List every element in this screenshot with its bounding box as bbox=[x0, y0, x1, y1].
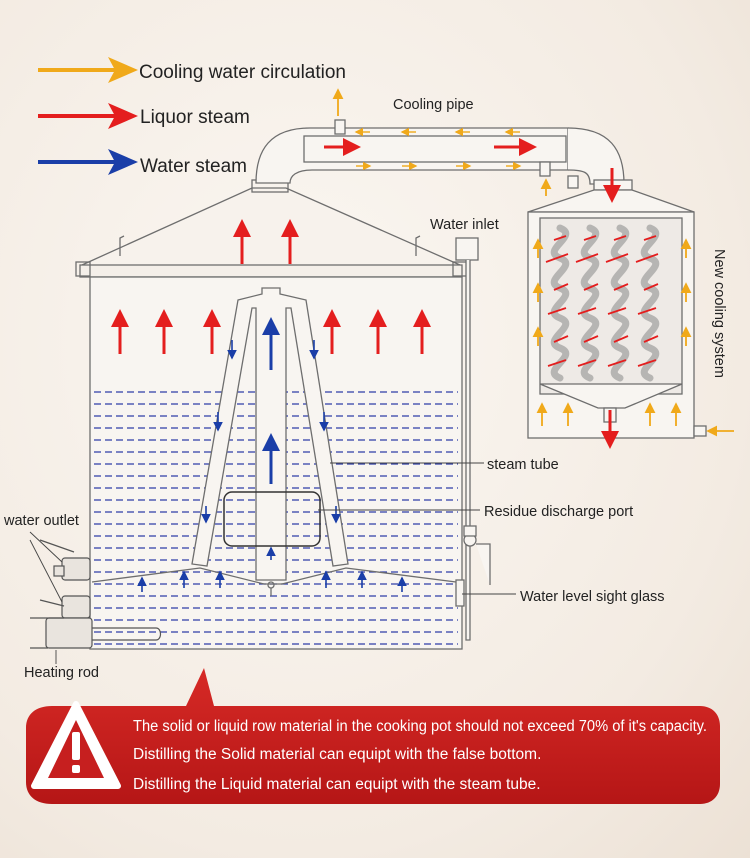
label-residue-discharge-port: Residue discharge port bbox=[484, 504, 633, 520]
left-fittings bbox=[30, 539, 162, 649]
warning-line-2: Distilling the Solid material can equipt… bbox=[133, 746, 541, 763]
legend-cooling-water-label: Cooling water circulation bbox=[139, 62, 346, 83]
residue-port bbox=[223, 491, 321, 547]
label-cooling-pipe: Cooling pipe bbox=[393, 97, 474, 113]
water-inlet-pipe bbox=[455, 237, 491, 641]
label-water-outlet: water outlet bbox=[3, 513, 79, 529]
condenser-coil-steam-arrows bbox=[545, 235, 659, 367]
warning-line-1: The solid or liquid row material in the … bbox=[133, 718, 707, 735]
false-bottom bbox=[91, 567, 457, 596]
warning-triangle-icon bbox=[31, 701, 121, 789]
legend-water-steam-label: Water steam bbox=[140, 156, 247, 177]
label-steam-tube: steam tube bbox=[487, 457, 559, 473]
legend: Cooling water circulation Liquor steam W… bbox=[38, 57, 346, 177]
cooling-pipe-flow-arrows bbox=[354, 127, 522, 171]
legend-cooling-water-arrow bbox=[38, 57, 138, 83]
legend-water-steam-arrow bbox=[38, 149, 138, 175]
liquor-steam-arrows bbox=[111, 138, 621, 449]
label-water-inlet: Water inlet bbox=[430, 217, 499, 233]
label-new-cooling-system: New cooling system bbox=[711, 249, 727, 378]
label-water-level-sight-glass: Water level sight glass bbox=[520, 589, 665, 605]
water-steam-small-arrows bbox=[137, 340, 407, 592]
legend-liquor-steam-arrow bbox=[38, 103, 138, 129]
legend-liquor-steam-label: Liquor steam bbox=[140, 107, 250, 128]
cooling-water-arrows bbox=[332, 88, 734, 437]
label-heating-rod: Heating rod bbox=[24, 665, 99, 681]
warning-line-3: Distilling the Liquid material can equip… bbox=[133, 776, 541, 793]
warning-banner: The solid or liquid row material in the … bbox=[26, 668, 720, 804]
cooling-pipe-assembly bbox=[255, 119, 625, 189]
leader-lines bbox=[29, 462, 516, 664]
condenser-coils bbox=[550, 224, 660, 382]
